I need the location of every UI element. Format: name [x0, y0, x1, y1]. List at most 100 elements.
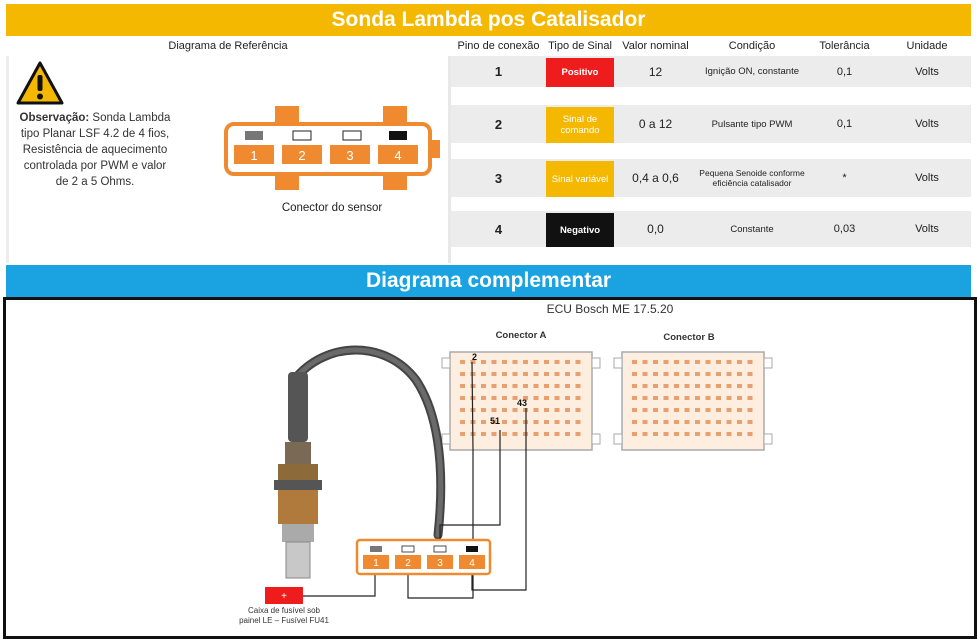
ecu-pin: [705, 420, 711, 424]
ecu-pin: [565, 408, 570, 412]
ecu-pin: [705, 408, 711, 412]
ecu-pin: [726, 396, 732, 400]
ecu-pin: [684, 432, 690, 436]
ecu-pin: [554, 396, 560, 400]
ecu-pin: [481, 432, 486, 436]
plug-pin-label: 4: [469, 558, 475, 569]
ecu-pin-label: 51: [490, 416, 500, 426]
ecu-pin: [642, 360, 648, 364]
ecu-pin: [716, 372, 721, 376]
lambda-sensor: [274, 372, 322, 579]
ecu-pin: [512, 384, 518, 388]
col-nominal-header: Valor nominal: [622, 40, 689, 52]
ecu-pin: [695, 420, 700, 424]
ecu-pin: [695, 372, 700, 376]
ecu-pin: [716, 432, 721, 436]
ecu-pin: [632, 360, 637, 364]
ecu-pin: [544, 420, 549, 424]
ecu-pin: [674, 396, 679, 400]
ecu-pin: [481, 420, 486, 424]
unit-text: Volts: [915, 65, 939, 78]
ecu-pin: [460, 372, 465, 376]
nominal-value: 12: [648, 64, 663, 79]
ecu-pin: [554, 432, 560, 436]
condition-text: Ignição ON, constante: [705, 66, 799, 77]
ecu-pin: [737, 360, 742, 364]
col-diagram-header: Diagrama de Referência: [168, 40, 288, 52]
table-row: [451, 211, 971, 247]
ecu-pin: [460, 360, 465, 364]
signal-badge: Positivo: [546, 58, 614, 87]
ecu-pin: [705, 360, 711, 364]
ecu-pin: [695, 396, 700, 400]
ecu-pin: [716, 396, 721, 400]
ecu-pin: [663, 384, 669, 388]
ecu-pin: [512, 396, 518, 400]
ecu-pin: [460, 396, 465, 400]
unit-text: Volts: [915, 118, 939, 130]
ecu-pin: [674, 420, 679, 424]
ecu-pin: [533, 372, 539, 376]
ecu-pin: [460, 384, 465, 388]
column-divider: [448, 56, 451, 263]
ecu-pin: [575, 408, 581, 412]
ecu-pin: [663, 420, 669, 424]
ecu-pin: [502, 384, 507, 388]
ecu-pin: [575, 396, 581, 400]
tolerance-value: *: [842, 172, 847, 184]
ecu-pin: [747, 384, 753, 388]
unit-text: Volts: [915, 223, 939, 235]
pin-number: 2: [494, 116, 503, 132]
ecu-pin: [632, 372, 637, 376]
ecu-pin: [737, 372, 742, 376]
ecu-pin: [726, 372, 732, 376]
ecu-pin: [481, 372, 486, 376]
plug-pin-label: 1: [373, 558, 379, 569]
ecu-pin: [491, 408, 497, 412]
ecu-pin: [554, 408, 560, 412]
observation-label: Observação:: [19, 112, 90, 124]
ecu-pin: [642, 396, 648, 400]
wiring-diagram: Conector A Conector B 2 43 51 1 2 3 4: [239, 330, 773, 625]
ecu-pin: [747, 372, 753, 376]
ecu-pin: [653, 408, 658, 412]
ecu-pin: [491, 384, 497, 388]
ecu-pin: [502, 420, 507, 424]
ecu-pin: [747, 360, 753, 364]
ecu-pin: [502, 372, 507, 376]
ecu-pin: [632, 396, 637, 400]
ecu-pin: [565, 360, 570, 364]
ecu-pin: [533, 420, 539, 424]
pin-number: 4: [494, 221, 503, 237]
tolerance-value: 0,1: [836, 65, 853, 78]
observation-note: Observação: Sonda Lambda tipo Planar LSF…: [16, 110, 174, 190]
ecu-pin: [544, 432, 549, 436]
ecu-pin: [695, 360, 700, 364]
col-condition-header: Condição: [728, 40, 776, 52]
ecu-pin: [695, 408, 700, 412]
ecu-pin: [716, 408, 721, 412]
ecu-pin: [684, 420, 690, 424]
connector-pin-label: 2: [298, 148, 305, 163]
ecu-pin: [460, 420, 465, 424]
sensor-connector: 1 2 3 4: [224, 106, 440, 190]
connector-pin-label: 3: [346, 148, 353, 163]
plug-pin-label: 3: [437, 558, 443, 569]
fuse-caption-line1: Caixa de fusível sob: [248, 606, 321, 615]
ecu-pin: [502, 432, 507, 436]
ecu-pin: [533, 432, 539, 436]
col-unit-header: Unidade: [906, 40, 948, 52]
ecu-pin: [481, 384, 486, 388]
condition-text: Pequena Senoide conforme eficiência cata…: [699, 168, 805, 188]
unit-text: Volts: [915, 172, 939, 184]
ecu-pin: [674, 384, 679, 388]
ecu-pin: [747, 432, 753, 436]
ecu-pin: [481, 408, 486, 412]
ecu-pin: [481, 396, 486, 400]
ecu-pin: [565, 432, 570, 436]
ecu-pin: [726, 420, 732, 424]
ecu-pin: [674, 432, 679, 436]
fuse-box: [265, 587, 303, 604]
ecu-pin: [726, 432, 732, 436]
ecu-pin: [747, 420, 753, 424]
